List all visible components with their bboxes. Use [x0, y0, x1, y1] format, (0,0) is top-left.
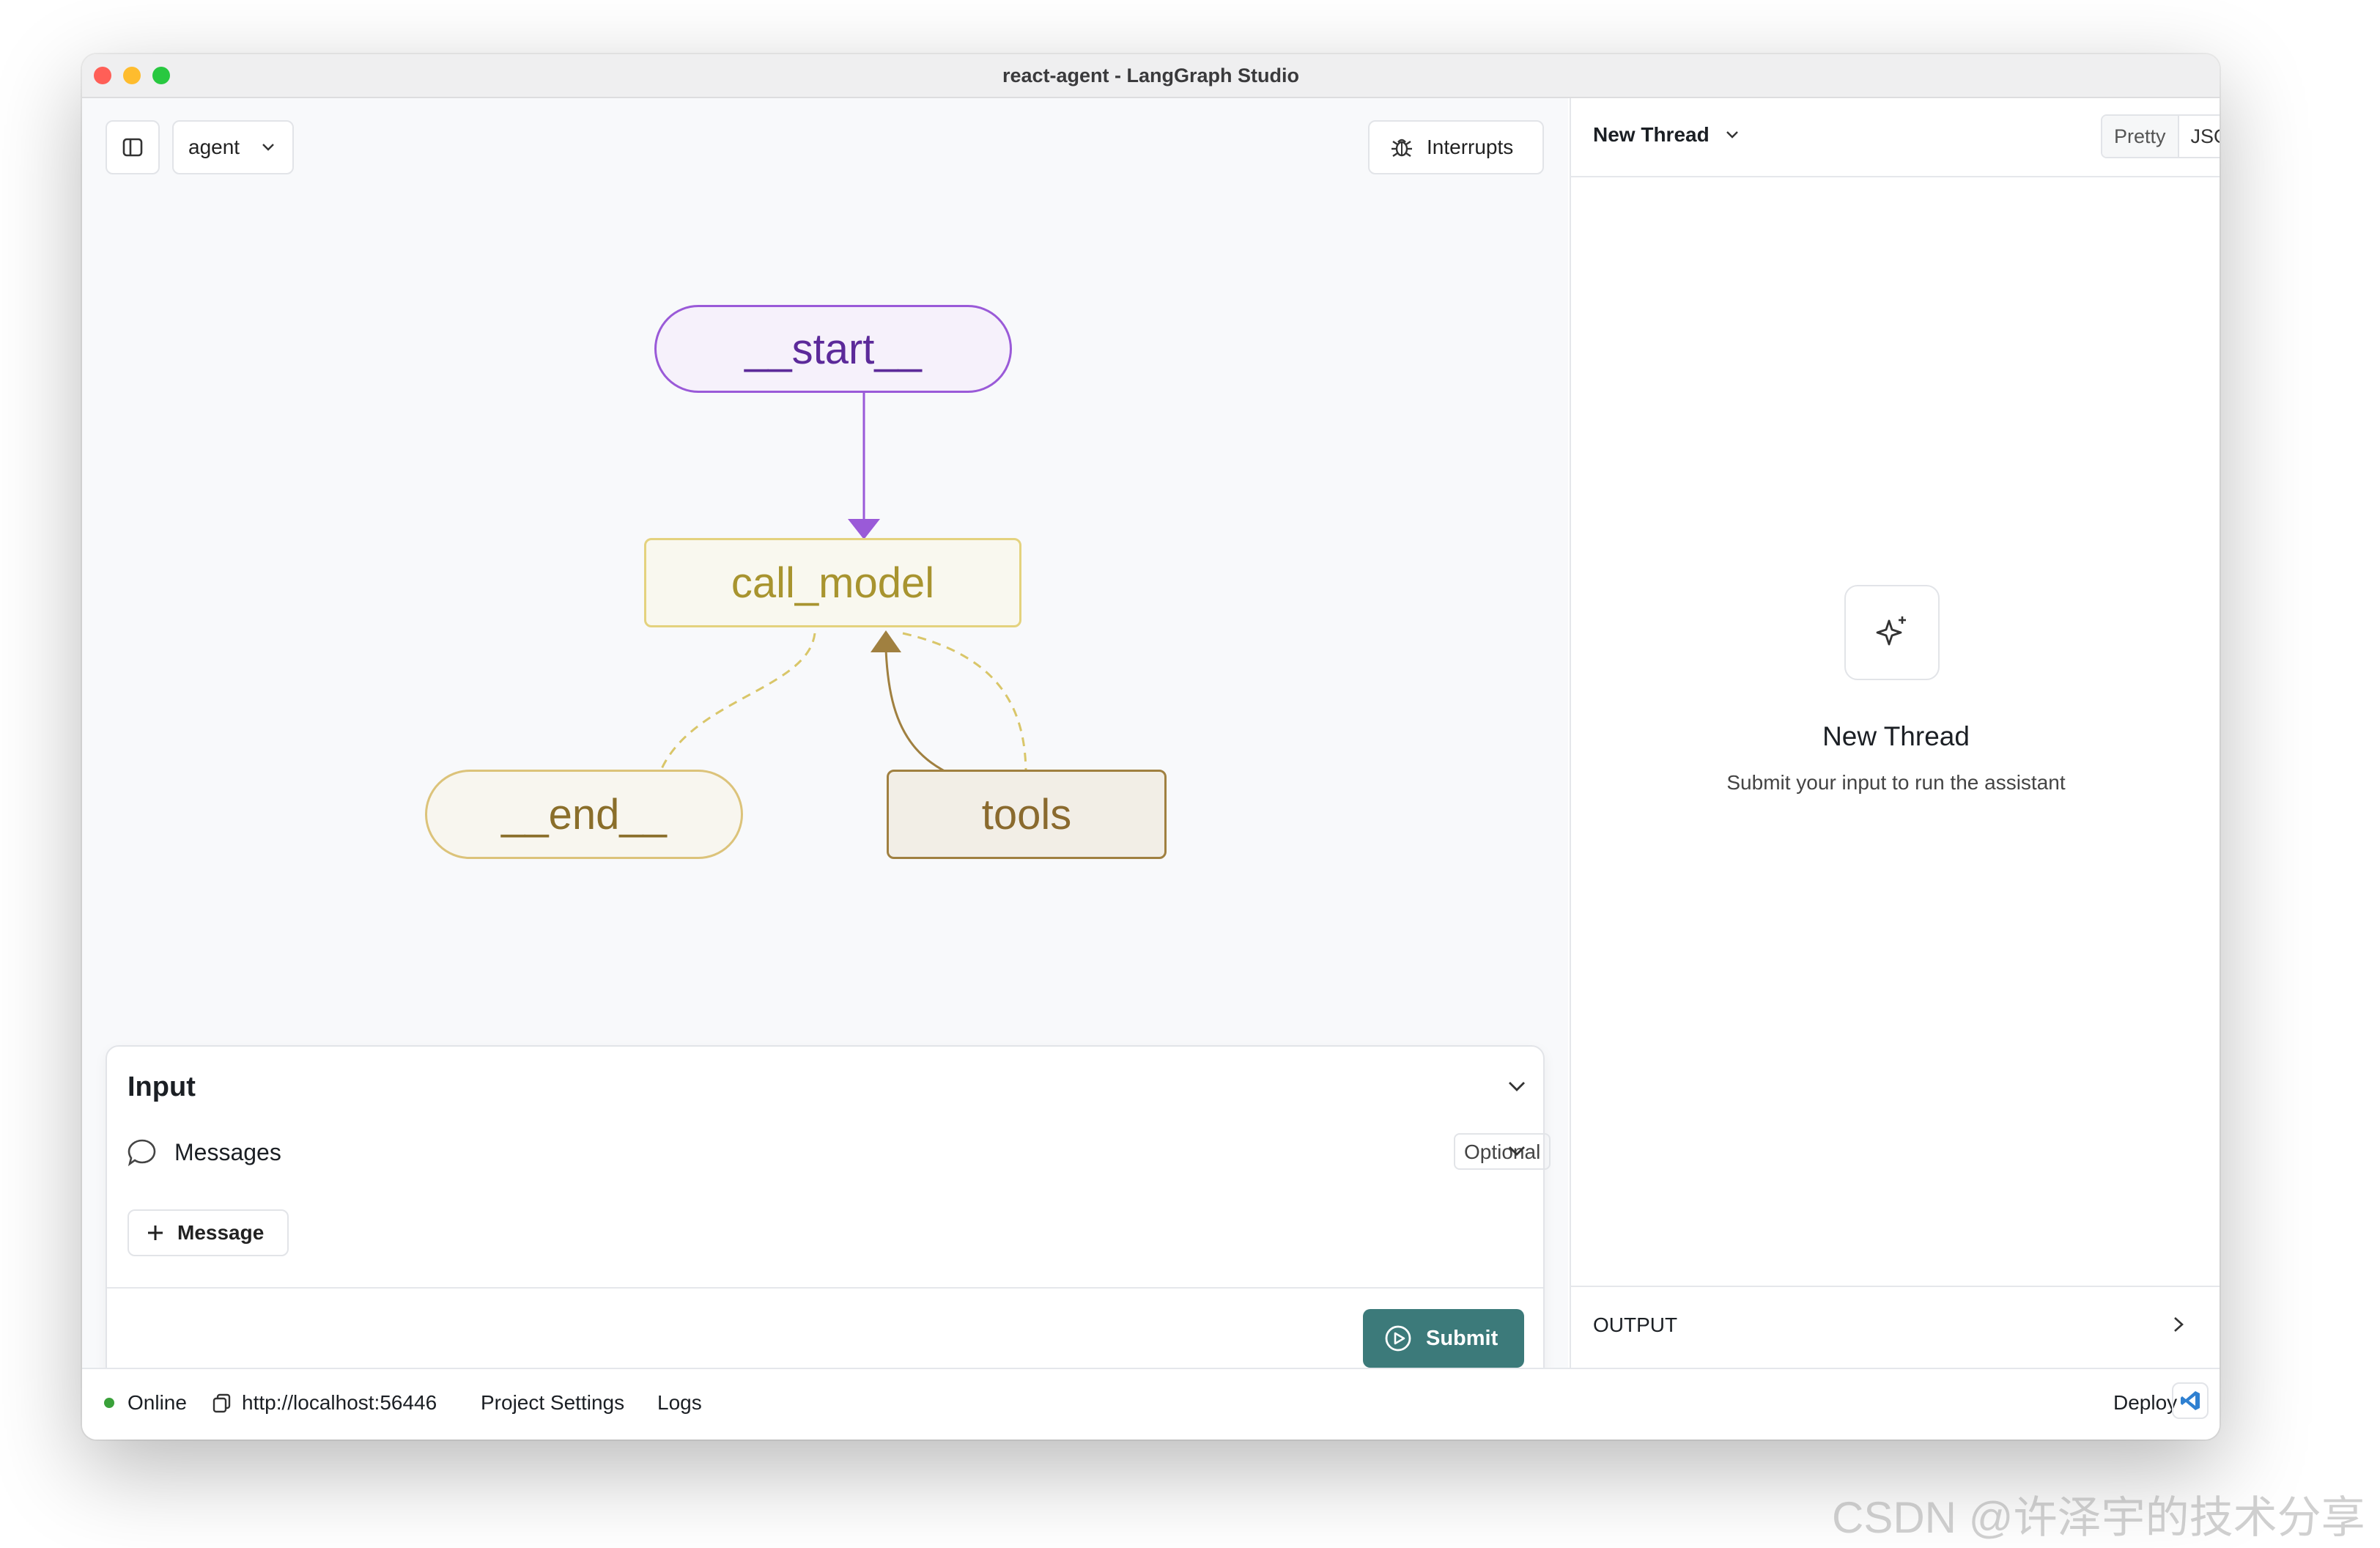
view-mode-pretty[interactable]: Pretty	[2102, 116, 2179, 157]
online-label: Online	[128, 1391, 187, 1414]
status-bar: Online http://localhost:56446 Project Se…	[82, 1368, 2220, 1440]
vscode-button[interactable]	[2172, 1382, 2209, 1419]
expand-messages-chevron-icon[interactable]	[1504, 1138, 1530, 1164]
server-url: http://localhost:56446	[242, 1391, 437, 1414]
submit-button[interactable]: Submit	[1363, 1309, 1524, 1368]
chevron-down-icon	[262, 144, 274, 151]
online-status: Online	[104, 1391, 187, 1415]
app-window: react-agent - LangGraph Studio agent	[82, 54, 2220, 1440]
add-message-label: Message	[177, 1221, 265, 1244]
output-section-header[interactable]: OUTPUT	[1571, 1286, 2220, 1368]
view-mode-toggle: Pretty JSON	[2101, 114, 2220, 158]
maximize-window-button[interactable]	[152, 67, 170, 84]
add-message-button[interactable]: Message	[128, 1209, 289, 1256]
chat-bubble-icon	[128, 1139, 156, 1167]
node-end[interactable]: __end__	[425, 770, 743, 859]
chevron-right-icon	[2174, 1317, 2184, 1332]
collapse-input-chevron-icon[interactable]	[1504, 1073, 1530, 1099]
interrupts-button[interactable]: Interrupts	[1368, 120, 1544, 174]
deploy-link[interactable]: Deploy	[2113, 1391, 2178, 1414]
chevron-down-icon	[1726, 131, 1738, 139]
sidebar-panel-icon	[122, 138, 143, 157]
optional-badge: Optional	[1454, 1133, 1551, 1170]
input-panel: Input Messages Optional Message	[106, 1045, 1551, 1390]
interrupts-label: Interrupts	[1427, 136, 1514, 158]
submit-label: Submit	[1426, 1326, 1498, 1350]
edge-start-call-model-arrow	[848, 519, 880, 539]
server-url-copy[interactable]: http://localhost:56446	[211, 1391, 437, 1415]
logs-link[interactable]: Logs	[657, 1391, 702, 1414]
bug-icon	[1392, 139, 1412, 157]
empty-state-title: New Thread	[1822, 721, 1970, 751]
sparkles-icon	[1876, 616, 1906, 646]
plus-icon	[148, 1226, 163, 1240]
window-title: react-agent - LangGraph Studio	[1002, 64, 1300, 86]
view-mode-json[interactable]: JSON	[2178, 116, 2220, 157]
graph-select-value: agent	[188, 136, 240, 158]
edge-tools-call-model-arrow	[871, 630, 901, 652]
output-label: OUTPUT	[1593, 1313, 1678, 1336]
toggle-sidebar-button[interactable]	[106, 120, 160, 174]
copy-icon	[212, 1393, 231, 1413]
online-dot-icon	[104, 1398, 114, 1408]
node-tools[interactable]: tools	[887, 770, 1167, 859]
input-panel-divider	[107, 1287, 1543, 1289]
edge-call-model-tools	[902, 632, 1027, 781]
thread-panel: New Thread Pretty JSON New Thread Submit…	[1570, 98, 2220, 1368]
vscode-icon	[2181, 1391, 2200, 1410]
project-settings-link[interactable]: Project Settings	[481, 1391, 625, 1414]
graph-canvas[interactable]: agent Interrupts	[82, 98, 1568, 1390]
play-circle-icon	[1385, 1325, 1411, 1352]
node-start[interactable]: __start__	[654, 305, 1012, 393]
close-window-button[interactable]	[94, 67, 111, 84]
empty-state-subtitle: Submit your input to run the assistant	[1726, 771, 2066, 794]
graph-select-dropdown[interactable]: agent	[172, 120, 294, 174]
thread-select-value: New Thread	[1593, 123, 1710, 146]
thread-header: New Thread Pretty JSON	[1571, 98, 2220, 177]
minimize-window-button[interactable]	[123, 67, 141, 84]
edge-call-model-end	[656, 633, 816, 781]
messages-label: Messages	[174, 1139, 281, 1165]
node-call-model[interactable]: call_model	[644, 538, 1021, 627]
watermark: CSDN @许泽宇的技术分享	[1832, 1493, 2365, 1542]
empty-state-icon-box	[1844, 585, 1940, 680]
input-panel-title: Input	[128, 1072, 196, 1102]
title-bar: react-agent - LangGraph Studio	[82, 54, 2220, 98]
thread-select-dropdown[interactable]: New Thread	[1593, 123, 1742, 147]
